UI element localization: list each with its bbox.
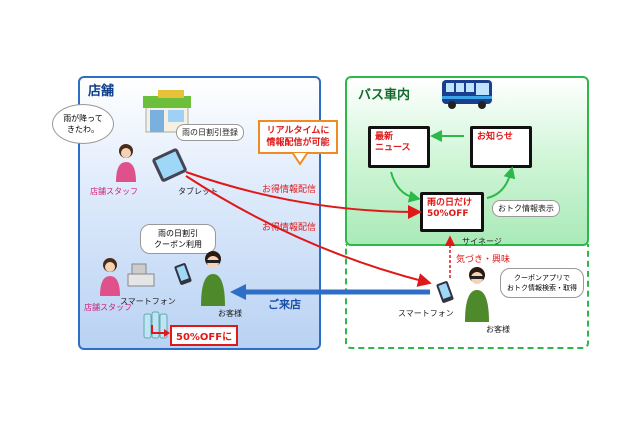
- store-title: 店舗: [88, 84, 115, 99]
- signage-label: サイネージ: [462, 237, 502, 246]
- staff-label-bottom: 店舗スタッフ: [84, 303, 132, 312]
- coupon-bubble: 雨の日割引 クーポン利用: [140, 224, 216, 254]
- screen-rain-text: 雨の日だけ 50%OFF: [423, 195, 481, 229]
- staff-figure-bottom-icon: [100, 258, 120, 296]
- visit-label: ご来店: [268, 298, 301, 311]
- bus-icon: [442, 80, 492, 109]
- customer-speech-bubble: 雨が降って きたわ。: [52, 104, 114, 144]
- screen-notice: お知らせ: [470, 126, 532, 168]
- bus-smartphone-label: スマートフォン: [398, 309, 454, 318]
- tablet-icon: [152, 148, 187, 182]
- store-customer-icon: [201, 251, 225, 306]
- callout-pointer: [292, 152, 308, 166]
- store-smartphone-icon: [174, 263, 192, 285]
- screen-news: 最新 ニュース: [368, 126, 430, 168]
- screen-cycle-arrows: [390, 130, 516, 203]
- store-smartphone-label: スマートフォン: [120, 297, 176, 306]
- screen-notice-text: お知らせ: [473, 129, 529, 165]
- deal-delivery-label-1: お得情報配信: [262, 185, 317, 195]
- discount-badge: 50%OFFに: [170, 325, 239, 346]
- store-customer-label: お客様: [218, 309, 242, 318]
- cash-register-icon: [127, 263, 155, 287]
- bus-dashed-area: [345, 244, 589, 349]
- discount-arrow: [151, 325, 170, 337]
- bus-title: バス車内: [358, 88, 411, 103]
- shop-icon: [143, 90, 191, 133]
- register-bubble: 雨の日割引登録: [176, 124, 244, 141]
- bus-smartphone-icon: [436, 281, 454, 303]
- bus-customer-icon: [465, 267, 489, 322]
- staff-figure-icon: [116, 144, 136, 182]
- awareness-label: 気づき・興味: [456, 255, 511, 265]
- deal-delivery-label-2: お得情報配信: [262, 223, 317, 233]
- deal-display-bubble: おトク情報表示: [492, 200, 560, 217]
- staff-label-top: 店舗スタッフ: [90, 187, 138, 196]
- screen-rain-deal: 雨の日だけ 50%OFF: [420, 192, 484, 232]
- screen-news-text: 最新 ニュース: [371, 129, 427, 165]
- app-search-bubble: クーポンアプリで おトク情報検索・取得: [500, 268, 584, 298]
- tablet-label: タブレット: [178, 187, 218, 196]
- bus-customer-label: お客様: [486, 325, 510, 334]
